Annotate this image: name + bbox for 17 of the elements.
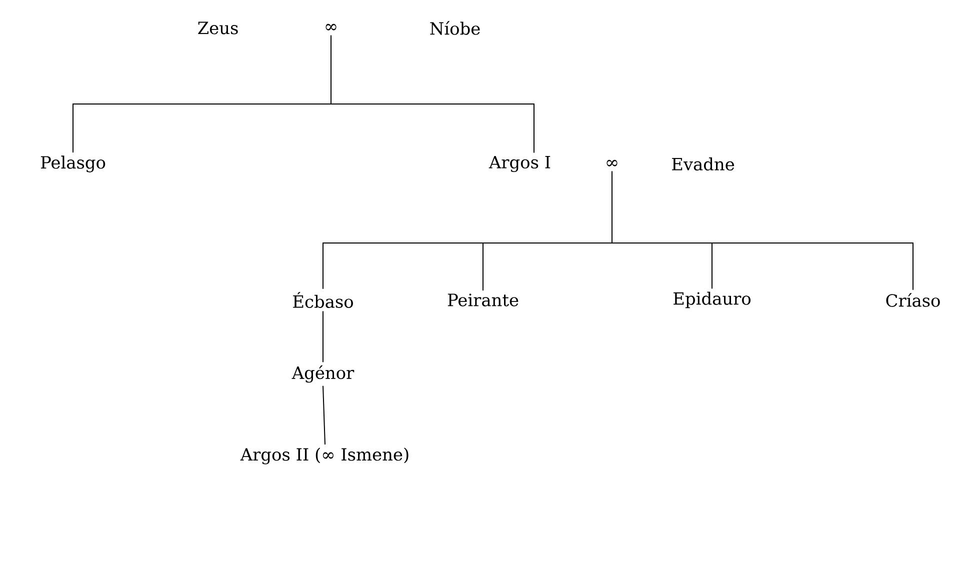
- person-name: Evadne: [672, 157, 734, 171]
- tree-line: [612, 170, 914, 290]
- person-name: Epidauro: [674, 292, 751, 308]
- tree-line: [330, 34, 534, 154]
- person-name: Écbaso: [293, 292, 353, 308]
- person-name: Pelasgo: [41, 156, 106, 172]
- person-name: Críaso: [886, 293, 940, 307]
- person-name: Peirante: [448, 294, 518, 306]
- marriage-symbol: ∞: [326, 24, 336, 30]
- person-name: Argos II (∞ Ismene): [240, 448, 408, 464]
- tree-line: [322, 385, 326, 445]
- person-name: Agénor: [292, 365, 354, 383]
- tree-line: [322, 310, 324, 363]
- person-name: Argos I: [488, 156, 550, 172]
- person-name: Níobe: [430, 21, 480, 35]
- person-name: Zeus: [198, 22, 238, 34]
- marriage-symbol: ∞: [606, 160, 618, 166]
